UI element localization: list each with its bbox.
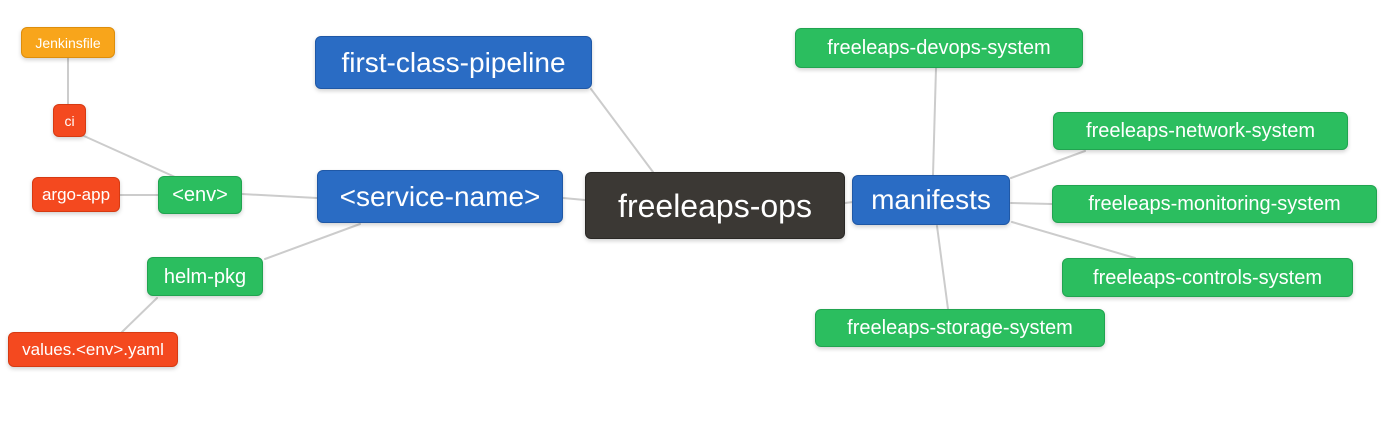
node-env[interactable]: <env>	[158, 176, 242, 214]
node-first-class-pipeline[interactable]: first-class-pipeline	[315, 36, 592, 89]
node-ci[interactable]: ci	[53, 104, 86, 137]
edge-manifests-devops	[932, 67, 937, 176]
node-freeleaps-monitoring-system[interactable]: freeleaps-monitoring-system	[1052, 185, 1377, 223]
edge-manifests-monitoring	[1010, 202, 1053, 205]
edge-helm-pkg-service-name	[264, 223, 361, 260]
node-freeleaps-ops-root[interactable]: freeleaps-ops	[585, 172, 845, 239]
node-freeleaps-storage-system[interactable]: freeleaps-storage-system	[815, 309, 1105, 347]
node-freeleaps-devops-system[interactable]: freeleaps-devops-system	[795, 28, 1083, 68]
edge-pipeline-root	[590, 88, 654, 173]
edge-ci-env	[83, 135, 176, 178]
node-service-name[interactable]: <service-name>	[317, 170, 563, 223]
edge-values-helm-pkg	[121, 297, 158, 333]
edge-service-name-root	[562, 197, 586, 201]
edge-manifests-network	[1010, 150, 1086, 179]
node-freeleaps-network-system[interactable]: freeleaps-network-system	[1053, 112, 1348, 150]
node-helm-pkg[interactable]: helm-pkg	[147, 257, 263, 296]
edge-env-service-name	[241, 193, 318, 199]
edge-manifests-controls	[1011, 221, 1136, 259]
node-manifests[interactable]: manifests	[852, 175, 1010, 225]
node-jenkinsfile[interactable]: Jenkinsfile	[21, 27, 115, 58]
edge-root-manifests	[844, 201, 854, 204]
edge-manifests-storage	[936, 225, 949, 310]
node-argo-app[interactable]: argo-app	[32, 177, 120, 212]
node-values-env-yaml[interactable]: values.<env>.yaml	[8, 332, 178, 367]
node-freeleaps-controls-system[interactable]: freeleaps-controls-system	[1062, 258, 1353, 297]
